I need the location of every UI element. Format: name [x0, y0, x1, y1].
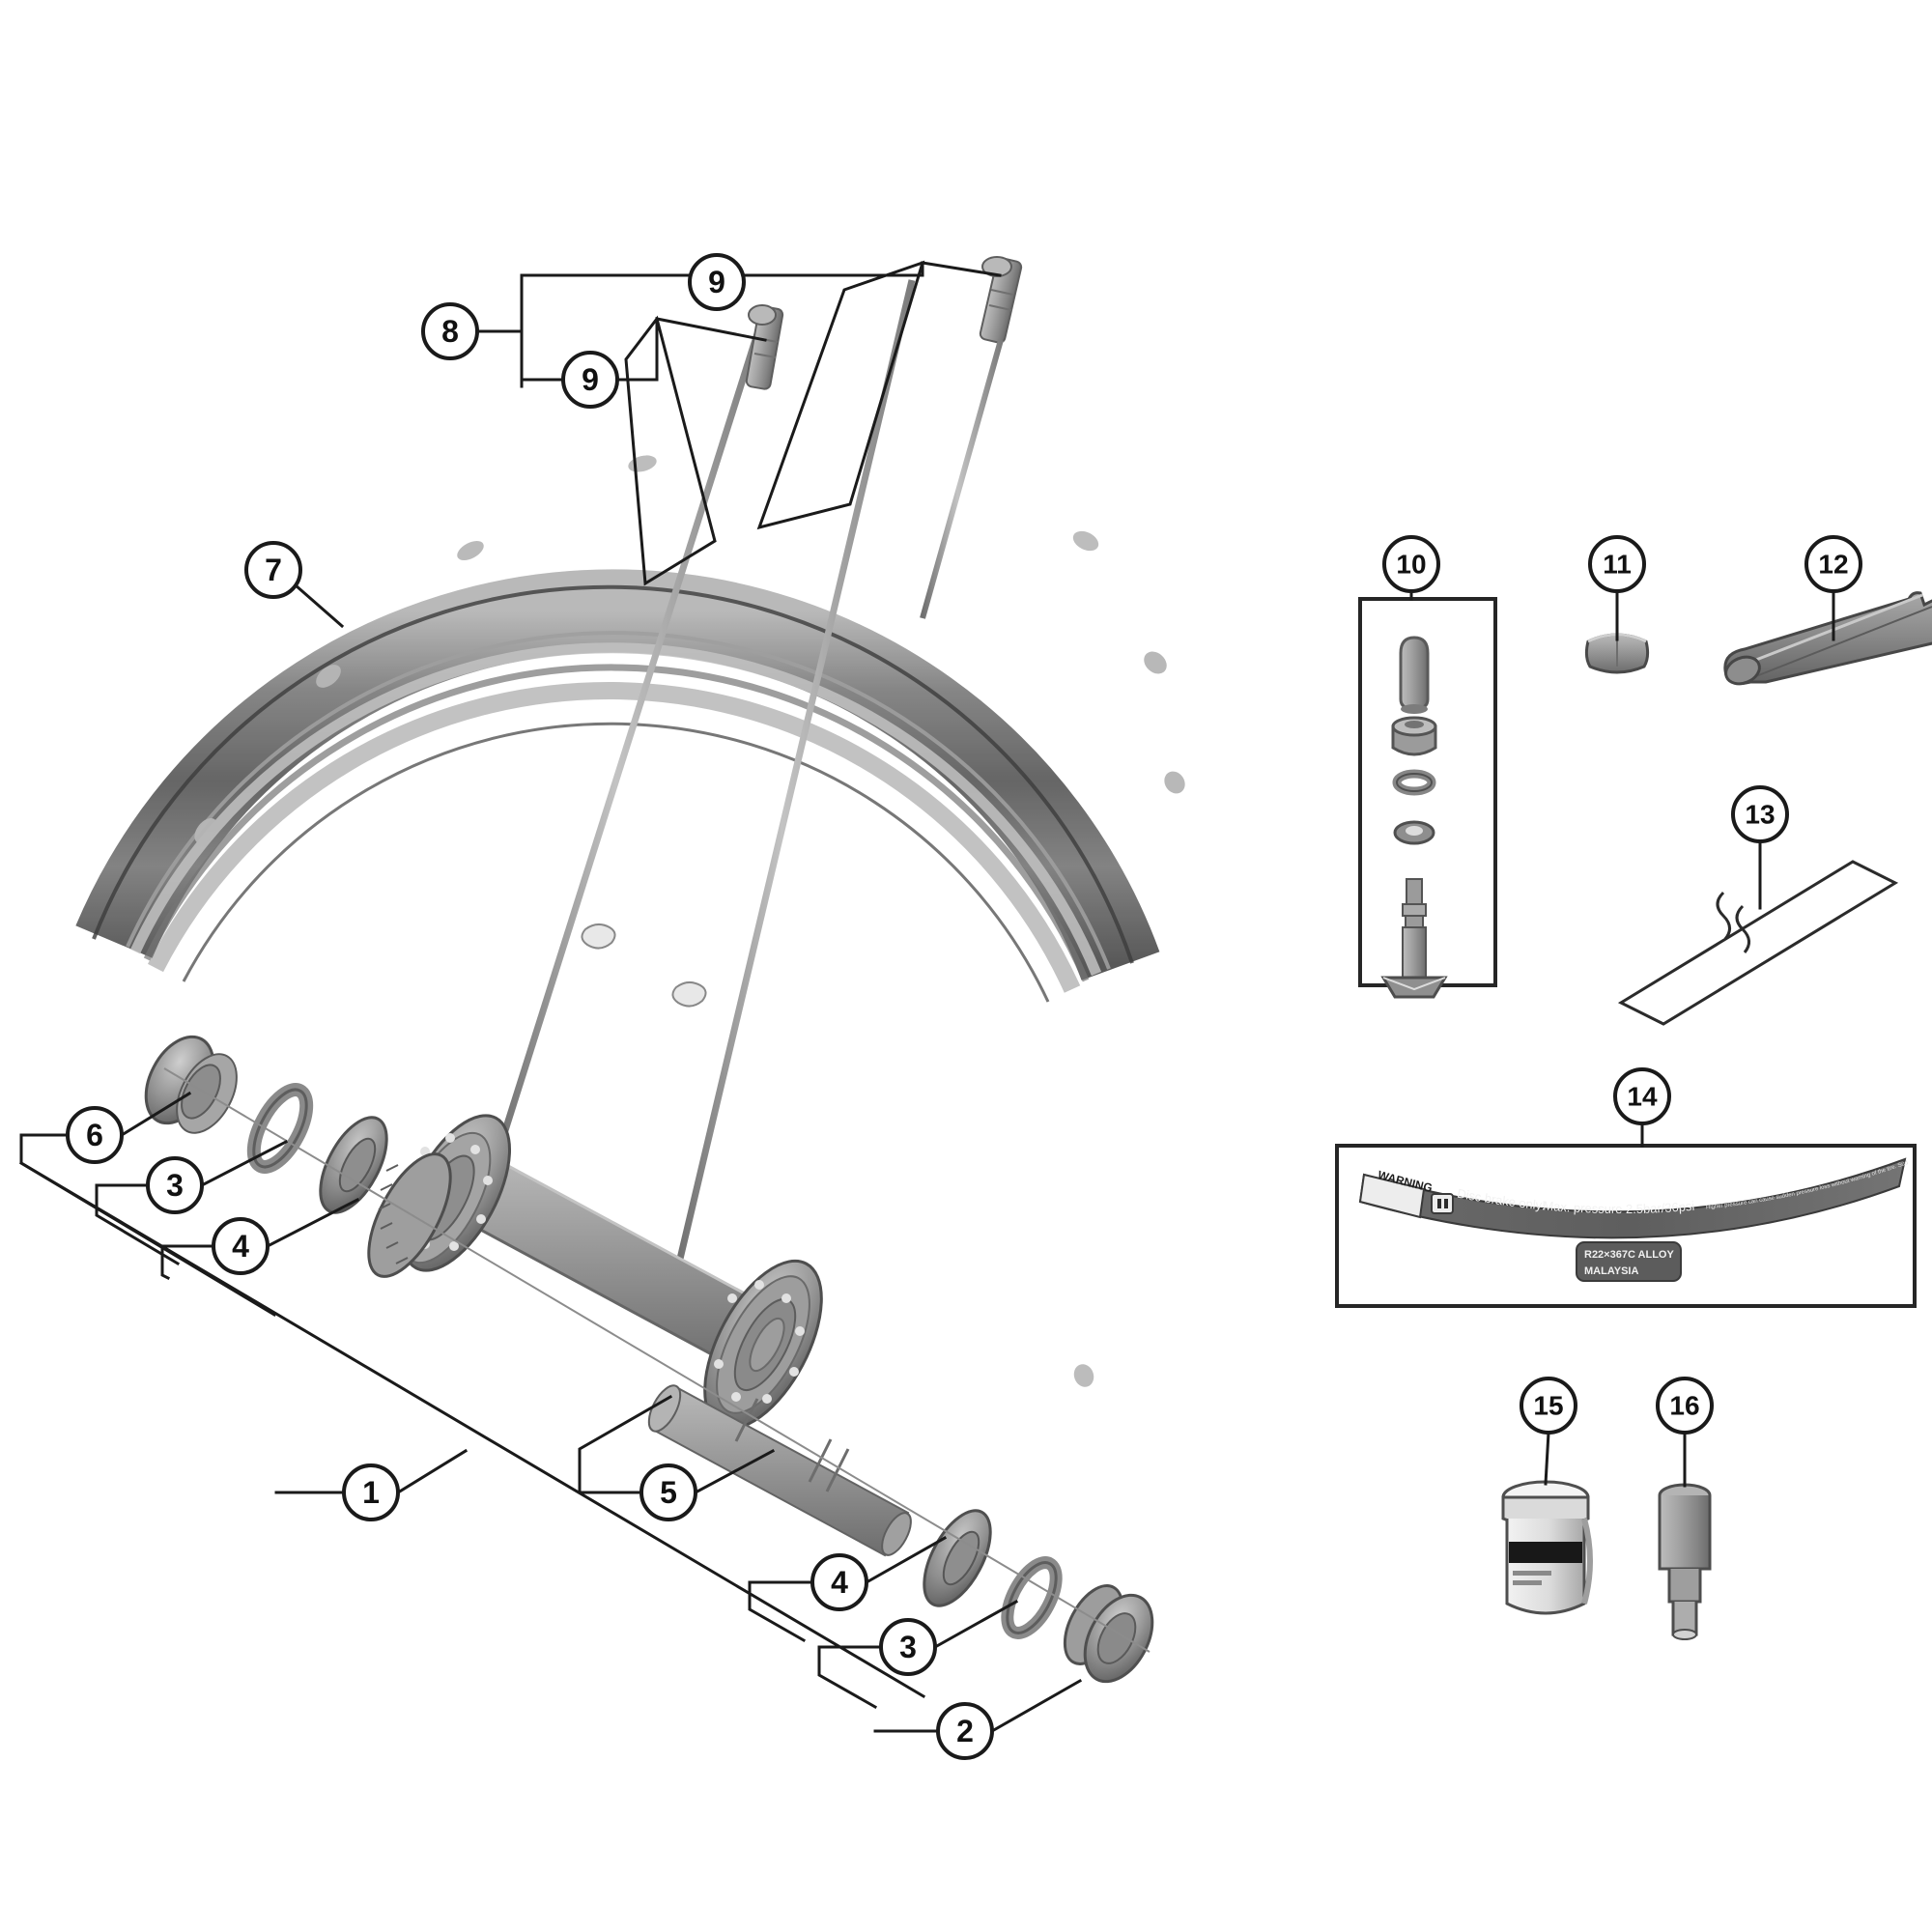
valve-cap	[1399, 636, 1430, 714]
rim-spec-label: R22×367C ALLOY MALAYSIA	[1576, 1241, 1682, 1282]
callout-spoke-wrench[interactable]: 12	[1804, 535, 1862, 593]
callout-circle	[688, 253, 746, 311]
sealant-jar-part	[1501, 1480, 1593, 1615]
callout-valve-core-tool[interactable]: 16	[1656, 1377, 1714, 1435]
leader-2	[989, 1678, 1083, 1734]
bearing-left-part	[319, 1116, 388, 1214]
valve-kit-box	[1358, 597, 1497, 999]
callout-circle	[1588, 535, 1646, 593]
decal-fine-print: Higher pressure can cause sudden pressur…	[0, 0, 1909, 1211]
svg-text:Higher pressure can cause sudd: Higher pressure can cause sudden pressur…	[0, 0, 1909, 1211]
valve-stem	[1380, 878, 1448, 999]
callout-number: 12	[1818, 550, 1848, 580]
assembly-centerline	[163, 1067, 1151, 1653]
spoke-nipple-b	[745, 304, 784, 390]
valve-lock-nut	[1391, 716, 1437, 756]
spec-line-2: MALAYSIA	[1584, 1265, 1638, 1277]
leader-15	[1544, 1431, 1550, 1486]
callout-circle	[810, 1553, 868, 1611]
callout-circle	[936, 1702, 994, 1760]
callout-spoke-nipple-long[interactable]: 9	[688, 253, 746, 311]
leader-3b	[932, 1599, 1019, 1650]
leader-1	[395, 1448, 469, 1495]
valve-core-tool-part	[1658, 1483, 1712, 1640]
leader-5	[693, 1448, 776, 1495]
callout-circle	[1520, 1377, 1577, 1435]
leader-lines	[18, 260, 1835, 1734]
callout-warning-decal-set[interactable]: 14	[1613, 1067, 1671, 1125]
callout-number: 10	[1396, 550, 1426, 580]
callout-tubeless-valve-kit[interactable]: 10	[1382, 535, 1440, 593]
callout-number: 5	[660, 1475, 677, 1510]
callout-circle	[1804, 535, 1862, 593]
callout-right-end-cap[interactable]: 2	[936, 1702, 994, 1760]
leader-4b	[864, 1535, 948, 1585]
rim-tape-part	[1617, 860, 1899, 1026]
valve-washer	[1393, 820, 1435, 845]
callout-hub-assembly[interactable]: 1	[342, 1463, 400, 1521]
callout-circle	[1731, 785, 1789, 843]
callout-number: 4	[232, 1229, 249, 1264]
axle-part	[647, 1384, 912, 1557]
hub-right-flange	[703, 1259, 823, 1431]
callout-circle	[1613, 1067, 1671, 1125]
seal-ring-right-part	[1001, 1556, 1063, 1639]
callout-circle	[639, 1463, 697, 1521]
hub-shell	[367, 1114, 823, 1431]
callout-spoke-nipple-short[interactable]: 9	[561, 351, 619, 409]
callout-circle	[1382, 535, 1440, 593]
callout-circle	[342, 1463, 400, 1521]
callout-number: 16	[1669, 1391, 1699, 1421]
spec-line-1: R22×367C ALLOY	[1584, 1249, 1674, 1261]
callout-number: 1	[362, 1475, 380, 1510]
spoke-nipple-a	[979, 256, 1023, 344]
callout-bearing-right[interactable]: 4	[810, 1553, 868, 1611]
callout-number: 3	[899, 1630, 917, 1664]
callout-number: 14	[1627, 1082, 1658, 1112]
callout-seal-ring-left[interactable]: 3	[146, 1156, 204, 1214]
seal-ring-left-part	[246, 1083, 314, 1174]
callout-circle	[1656, 1377, 1714, 1435]
callout-circle	[146, 1156, 204, 1214]
leader-3a	[199, 1139, 289, 1188]
callout-circle	[879, 1618, 937, 1676]
callout-number: 3	[166, 1168, 184, 1203]
right-end-cap-part	[1063, 1584, 1154, 1684]
callout-seal-ring-right[interactable]: 3	[879, 1618, 937, 1676]
leader-6	[119, 1091, 192, 1138]
spoke-wrench-part	[1723, 591, 1932, 686]
callout-number: 8	[441, 314, 459, 349]
leader-4a	[265, 1197, 360, 1249]
leader-1-long-bracket	[18, 1160, 926, 1699]
callout-circle	[561, 351, 619, 409]
callout-number: 9	[582, 362, 599, 397]
callout-number: 7	[265, 553, 282, 587]
callout-valve-rubber-plug[interactable]: 11	[1588, 535, 1646, 593]
callout-circle	[244, 541, 302, 599]
callout-rim[interactable]: 7	[244, 541, 302, 599]
valve-o-ring	[1392, 769, 1436, 796]
callout-circle	[421, 302, 479, 360]
callout-number: 9	[708, 265, 725, 299]
callout-circle	[212, 1217, 270, 1275]
callout-bearing-left[interactable]: 4	[212, 1217, 270, 1275]
decal-pressure-line: Max. pressure 2.5bar/36psi	[1543, 1198, 1695, 1216]
callout-rim-tape[interactable]: 13	[1731, 785, 1789, 843]
callout-sealant-jar[interactable]: 15	[1520, 1377, 1577, 1435]
callout-number: 11	[1603, 550, 1632, 580]
callout-number: 4	[831, 1565, 848, 1600]
rim-part	[75, 455, 1185, 1387]
callout-number: 6	[86, 1118, 103, 1152]
callout-number: 13	[1745, 800, 1775, 830]
callout-spoke-and-nipple-set[interactable]: 8	[421, 302, 479, 360]
callout-number: 2	[956, 1714, 974, 1748]
callout-axle[interactable]: 5	[639, 1463, 697, 1521]
callout-circle	[66, 1106, 124, 1164]
svg-text:Max. pressure 2.5bar/36psi: Max. pressure 2.5bar/36psi	[1543, 1198, 1695, 1216]
leader-7	[293, 582, 345, 629]
callout-left-end-cap[interactable]: 6	[66, 1106, 124, 1164]
callout-number: 15	[1533, 1391, 1563, 1421]
